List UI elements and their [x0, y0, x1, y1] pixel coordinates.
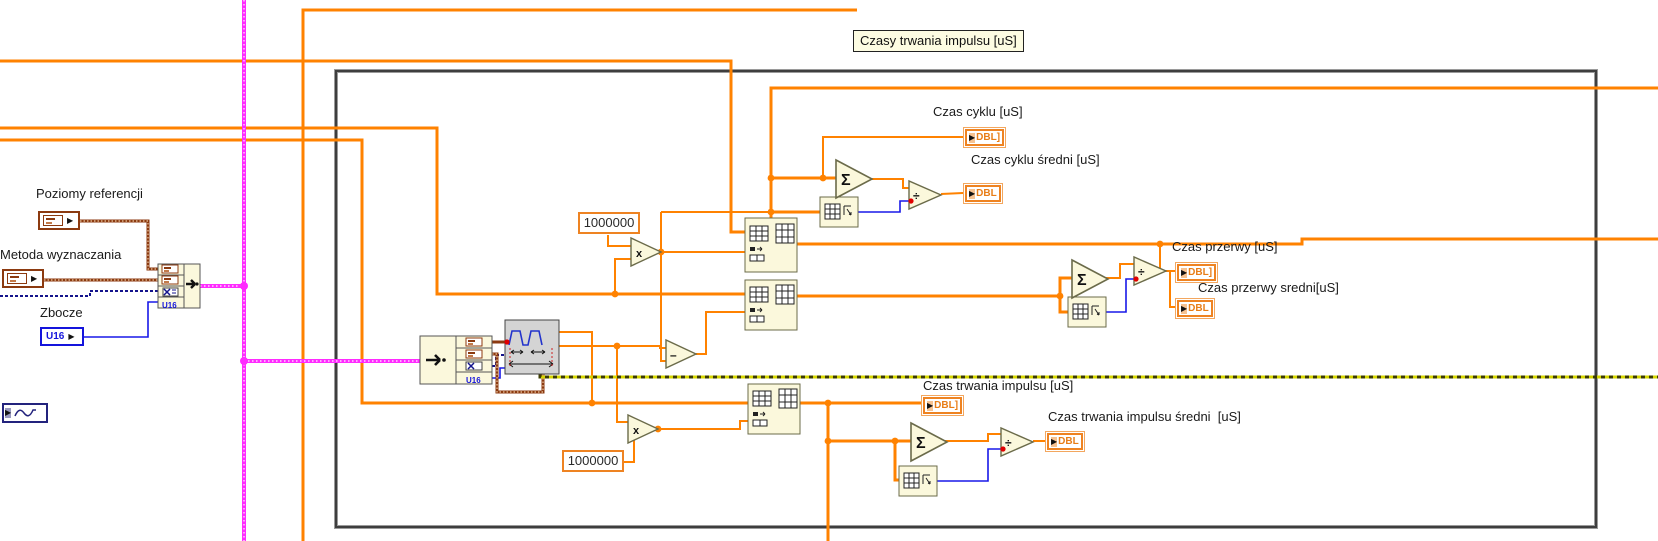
array-size-node-1[interactable]: [819, 196, 859, 228]
indicator-label-czas-trwania-sredni[interactable]: Czas trwania impulsu średni [uS]: [1048, 409, 1241, 424]
multiply-glyph: x: [636, 248, 643, 260]
array-size-node-2[interactable]: [1067, 296, 1107, 328]
subtract-node[interactable]: [665, 338, 698, 370]
enum-terminal-metoda[interactable]: ▶: [2, 269, 44, 288]
control-label-zbocze[interactable]: Zbocze: [40, 305, 83, 320]
waveform-terminal[interactable]: ▶: [2, 403, 48, 423]
add-array-elements-node-3[interactable]: [910, 421, 949, 463]
sum-glyph: Σ: [1077, 272, 1087, 289]
enum-terminal-poziomy[interactable]: ▶: [38, 211, 80, 230]
error-wire[interactable]: [538, 374, 1658, 379]
add-array-elements-node-2[interactable]: [1071, 258, 1110, 300]
dbl-type-label: DBL]: [934, 400, 959, 411]
enum-type-icon: [7, 273, 27, 284]
terminal-arrow-icon: ▶: [969, 188, 976, 199]
terminal-arrow-icon: ▶: [969, 132, 976, 143]
magenta-cluster-wires[interactable]: [200, 0, 420, 541]
indicator-label-czas-przerwy-sredni[interactable]: Czas przerwy sredni[uS]: [1198, 280, 1339, 295]
orange-scalar-wires[interactable]: [559, 136, 1175, 463]
divide-glyph: ÷: [1005, 436, 1012, 450]
multiply-glyph: x: [633, 425, 640, 437]
array-node-2[interactable]: [744, 279, 798, 331]
dbl-indicator-czas-przerwy-sredni[interactable]: ▶DBL: [1175, 298, 1215, 319]
brown-enum-wires[interactable]: [44, 219, 545, 394]
indicator-label-czas-cyklu[interactable]: Czas cyklu [uS]: [933, 104, 1023, 119]
terminal-arrow-icon: ▶: [1181, 303, 1188, 314]
dbl-type-label: DBL: [976, 188, 997, 199]
dbl-indicator-czas-trwania[interactable]: ▶DBL]: [921, 395, 965, 416]
dbl-type-label: DBL]: [1188, 267, 1213, 278]
u16-terminal-zbocze[interactable]: U16 ▶: [40, 327, 84, 346]
array-node-3[interactable]: [747, 383, 801, 435]
waveform-type-icon: [465, 361, 483, 371]
indicator-label-czas-trwania[interactable]: Czas trwania impulsu [uS]: [923, 378, 1074, 393]
sum-glyph: Σ: [916, 435, 926, 452]
terminal-arrow-icon: ▶: [1181, 267, 1188, 278]
coercion-dot: [504, 339, 510, 345]
array-node-1[interactable]: [744, 217, 798, 273]
divide-glyph: ÷: [913, 189, 920, 203]
terminal-arrow-icon: ▶: [31, 274, 38, 283]
wire-junctions: [588, 174, 1164, 445]
terminal-arrow-icon: ▶: [67, 216, 74, 225]
terminal-arrow-icon: ▶: [1051, 436, 1058, 447]
numeric-constant-2[interactable]: 1000000: [562, 450, 624, 472]
indicator-label-czas-przerwy[interactable]: Czas przerwy [uS]: [1172, 239, 1278, 254]
orange-array-wires[interactable]: [0, 8, 1658, 541]
divide-node-3[interactable]: [1000, 426, 1035, 458]
dbl-indicator-czas-trwania-sredni[interactable]: ▶DBL: [1045, 431, 1085, 452]
dbl-type-label: DBL: [1188, 303, 1209, 314]
frame-label[interactable]: Czasy trwania impulsu [uS]: [853, 30, 1024, 52]
divide-node-2[interactable]: [1133, 255, 1168, 287]
sequence-frame[interactable]: [335, 70, 1597, 528]
terminal-arrow-icon: ▶: [927, 400, 934, 411]
bundle-u16-row-label: U16: [162, 301, 177, 310]
coercion-dots: [908, 198, 1139, 452]
magenta-junctions: [240, 282, 248, 365]
u16-type-label: U16: [46, 331, 65, 342]
divide-glyph: ÷: [1138, 265, 1145, 279]
waveform-glyph-icon: [14, 409, 37, 417]
sum-glyph: Σ: [841, 172, 851, 189]
dbl-type-label: DBL]: [976, 132, 1001, 143]
terminal-arrow-icon: ▶: [68, 332, 75, 341]
array-size-node-3[interactable]: [898, 465, 938, 497]
multiply-node-2[interactable]: [627, 413, 660, 445]
subtract-glyph: –: [670, 348, 677, 362]
enum-type-icon: [43, 215, 63, 226]
control-label-metoda[interactable]: Metoda wyznaczania: [0, 247, 122, 262]
control-label-poziomy[interactable]: Poziomy referencji: [36, 186, 143, 201]
divide-node-1[interactable]: [908, 179, 943, 211]
bundle-node[interactable]: [157, 263, 201, 309]
navy-dashed-wires[interactable]: [0, 290, 505, 367]
terminal-arrow-icon: ▶: [5, 408, 12, 418]
numeric-constant-1[interactable]: 1000000: [578, 212, 640, 234]
multiply-node-1[interactable]: [630, 236, 663, 268]
indicator-label-czas-cyklu-sredni[interactable]: Czas cyklu średni [uS]: [971, 152, 1100, 167]
unbundle-node[interactable]: [419, 335, 493, 385]
dbl-indicator-czas-cyklu-sredni[interactable]: ▶DBL: [963, 183, 1003, 204]
add-array-elements-node-1[interactable]: [835, 158, 874, 200]
dbl-type-label: DBL: [1058, 436, 1079, 447]
dbl-indicator-czas-przerwy[interactable]: ▶DBL]: [1175, 262, 1219, 283]
unbundle-u16-row-label: U16: [466, 376, 481, 385]
waveform-type-icon: [162, 287, 179, 297]
pulse-measurements-node[interactable]: [504, 319, 560, 375]
dbl-indicator-czas-cyklu[interactable]: ▶DBL]: [963, 127, 1007, 148]
